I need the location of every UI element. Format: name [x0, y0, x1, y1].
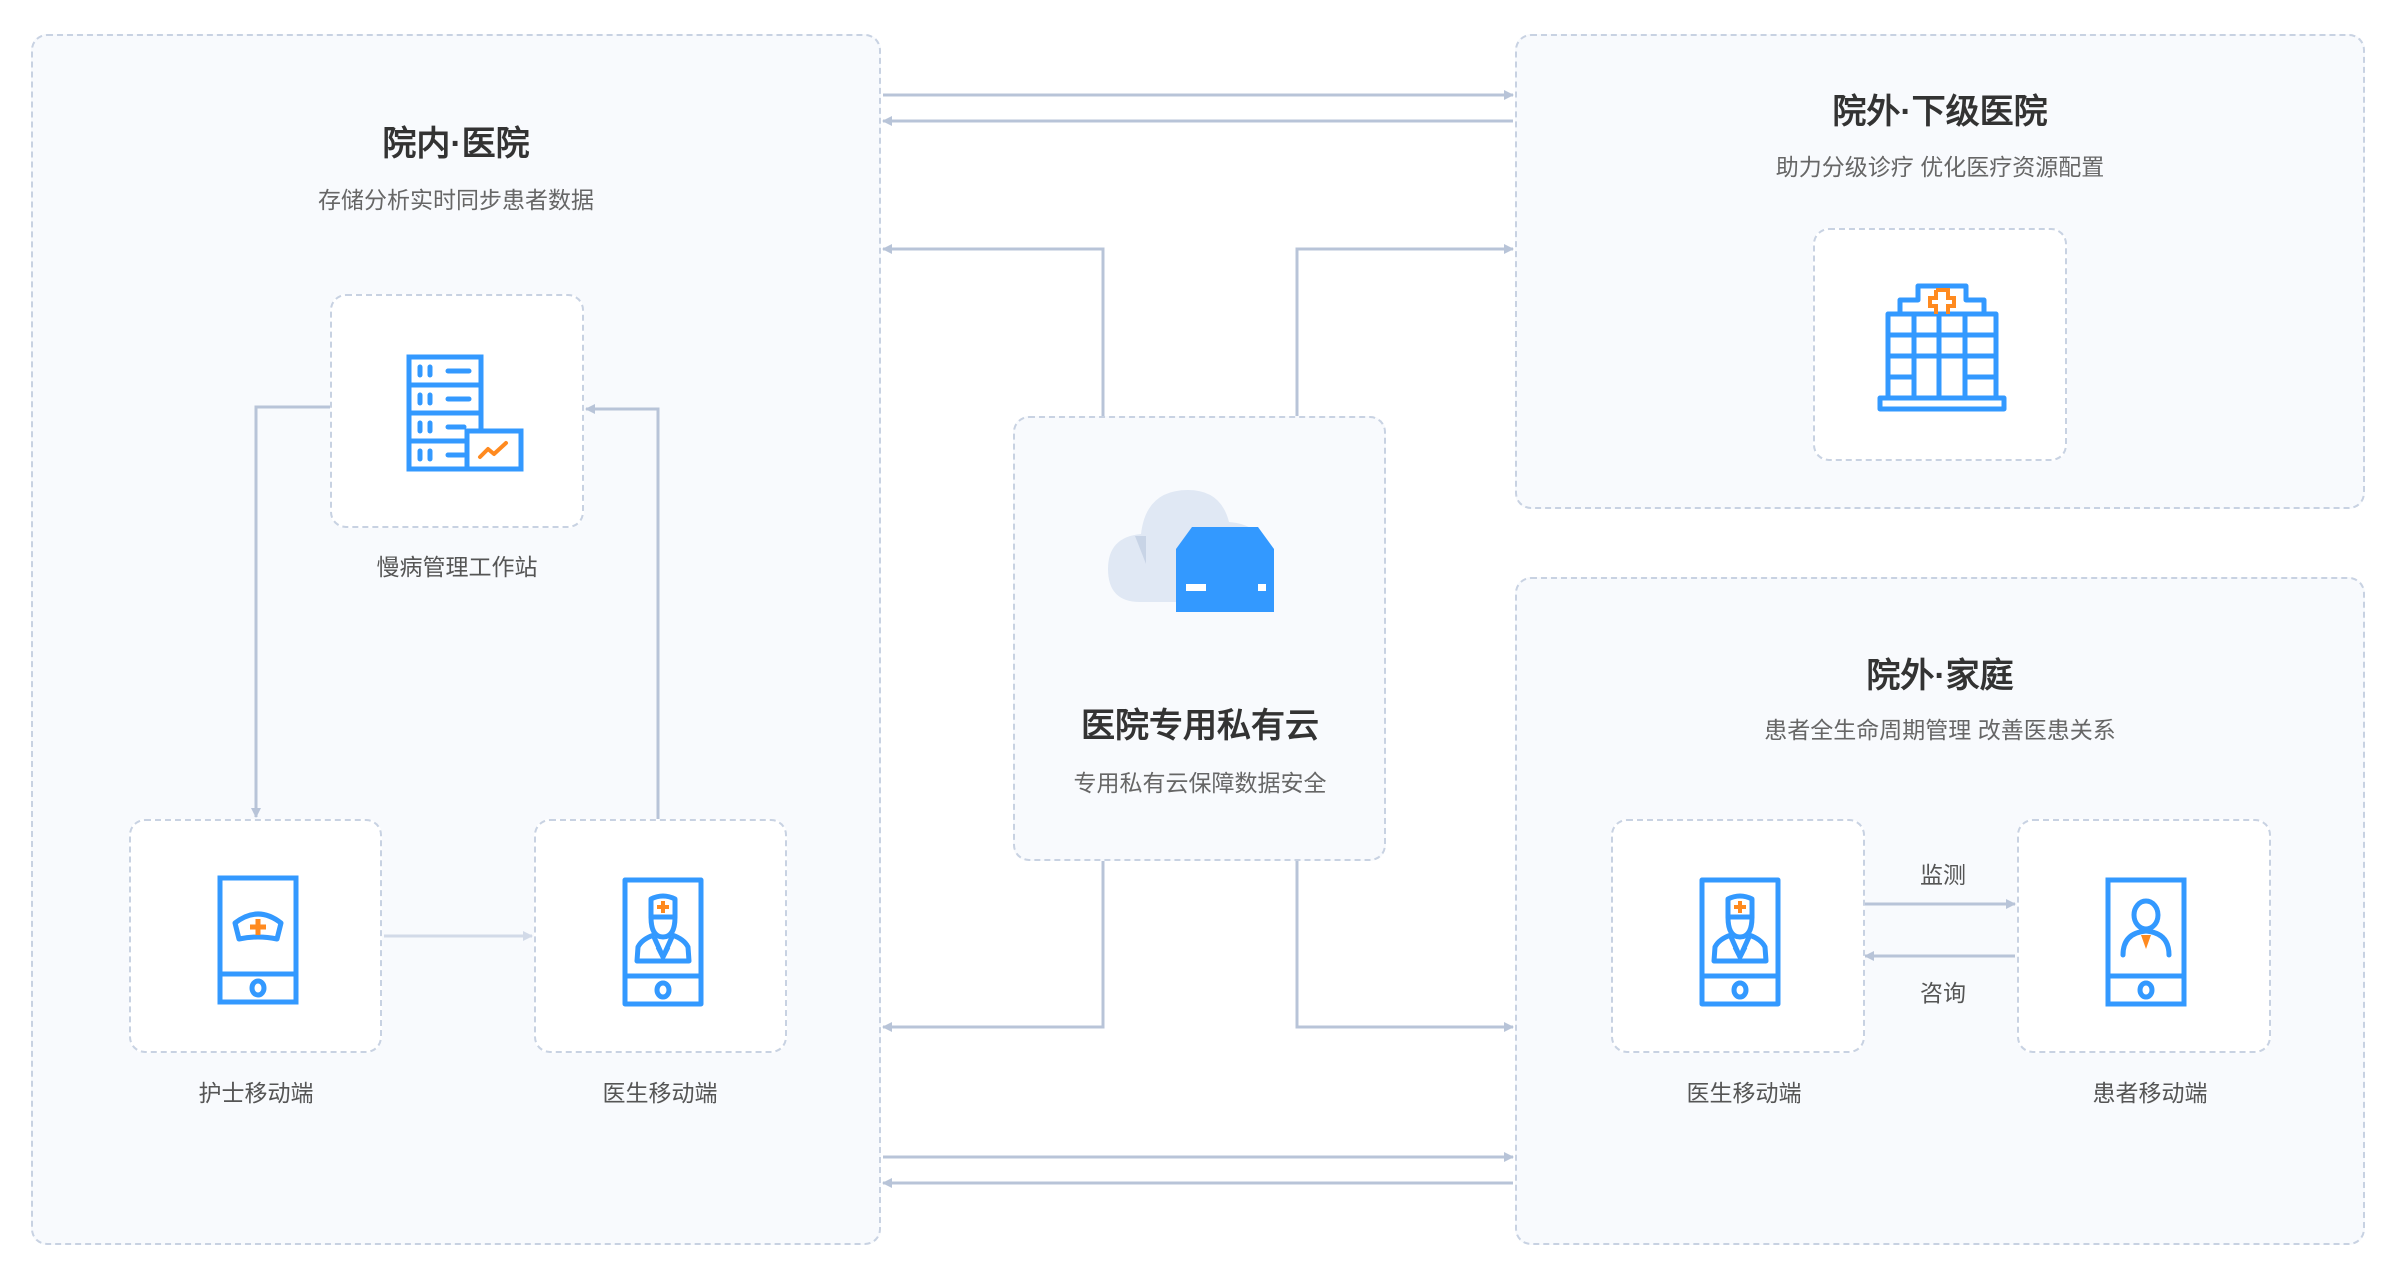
patient-phone-icon: [2105, 877, 2187, 1007]
nurse-phone-icon: [217, 875, 299, 1005]
lower-hospital-title: 院外·下级医院: [1832, 93, 2048, 131]
arrow-cloud-to-inner-bottom: [882, 861, 1105, 1032]
family-subtitle: 患者全生命周期管理 改善医患关系: [1764, 717, 2116, 743]
private-cloud-title: 医院专用私有云: [1081, 707, 1319, 745]
server-chart-icon: [406, 354, 524, 472]
monitor-label: 监测: [1920, 862, 1966, 888]
doctor-phone-icon: [622, 877, 704, 1007]
patient-mobile-label: 患者移动端: [2092, 1080, 2208, 1106]
family-title: 院外·家庭: [1866, 657, 2014, 695]
nurse-mobile-label: 护士移动端: [198, 1080, 314, 1106]
hospital-building-card[interactable]: [1813, 228, 2067, 461]
private-cloud-panel: [1013, 416, 1386, 861]
workstation-card[interactable]: [330, 294, 584, 528]
patient-mobile-card[interactable]: [2017, 819, 2271, 1053]
private-cloud-server-icon: [1108, 490, 1274, 612]
doctor-mobile-label-inner: 医生移动端: [602, 1080, 718, 1106]
arrow-workstation-to-nurse: [251, 405, 330, 818]
lower-hospital-subtitle: 助力分级诊疗 优化医疗资源配置: [1775, 154, 2105, 180]
private-cloud-subtitle: 专用私有云保障数据安全: [1073, 770, 1327, 796]
inner-hospital-title: 院内·医院: [382, 125, 530, 163]
workstation-label: 慢病管理工作站: [376, 554, 538, 580]
arrow-doctor-to-workstation: [585, 404, 660, 819]
doctor-phone-icon: [1699, 877, 1781, 1007]
hospital-building-icon: [1877, 283, 2007, 412]
arrow-cloud-to-family: [1295, 861, 1514, 1032]
doctor-mobile-card-family[interactable]: [1611, 819, 1865, 1053]
arrow-cloud-to-inner-top: [882, 244, 1105, 416]
nurse-mobile-card[interactable]: [129, 819, 382, 1053]
inner-hospital-subtitle: 存储分析实时同步患者数据: [318, 187, 594, 213]
doctor-mobile-card-inner[interactable]: [534, 819, 787, 1053]
consult-label: 咨询: [1920, 980, 1966, 1006]
arrow-cloud-to-lower: [1295, 244, 1514, 416]
doctor-mobile-label-family: 医生移动端: [1686, 1080, 1802, 1106]
